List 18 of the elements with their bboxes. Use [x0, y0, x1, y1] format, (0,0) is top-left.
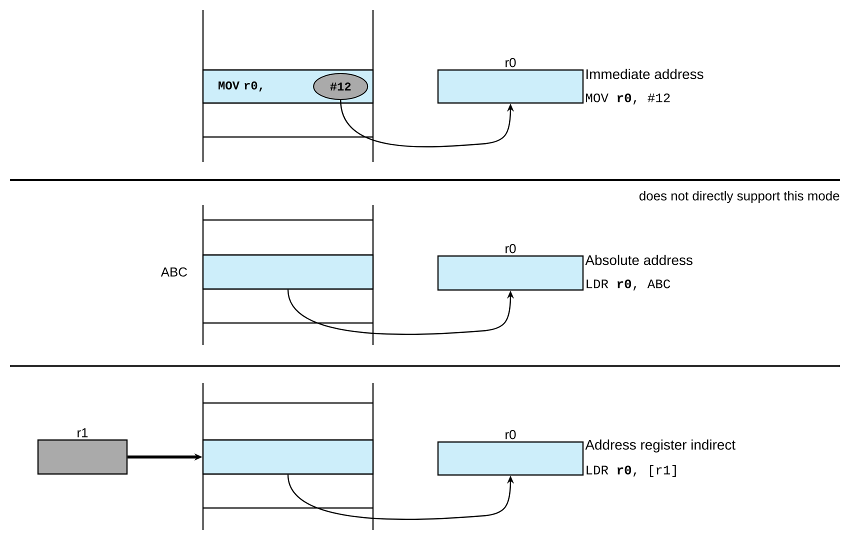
mode-title: Absolute address — [585, 254, 692, 266]
register-box: r0 — [437, 430, 584, 476]
note-text: does not directly support this mode — [640, 190, 840, 204]
address-label: ABC — [160, 267, 187, 277]
memory-cell — [202, 439, 374, 475]
mode-title: Address register indirect — [585, 440, 736, 452]
register-box: r1 — [37, 428, 128, 475]
node-label: r1 — [78, 428, 88, 438]
register-box: r0 — [437, 244, 584, 291]
node-label: r0 — [506, 430, 516, 440]
instruction-text: LDR r0, [r1] — [586, 464, 676, 478]
memory-cell — [202, 254, 374, 290]
register-box: r0 — [437, 58, 584, 104]
instruction-text: LDR r0, ABC — [586, 280, 670, 290]
node-label: r0 — [506, 244, 516, 254]
mode-title: Immediate address — [586, 68, 704, 80]
node-label: r0 — [506, 58, 516, 68]
instruction-text: MOV r0, #12 — [586, 94, 670, 104]
